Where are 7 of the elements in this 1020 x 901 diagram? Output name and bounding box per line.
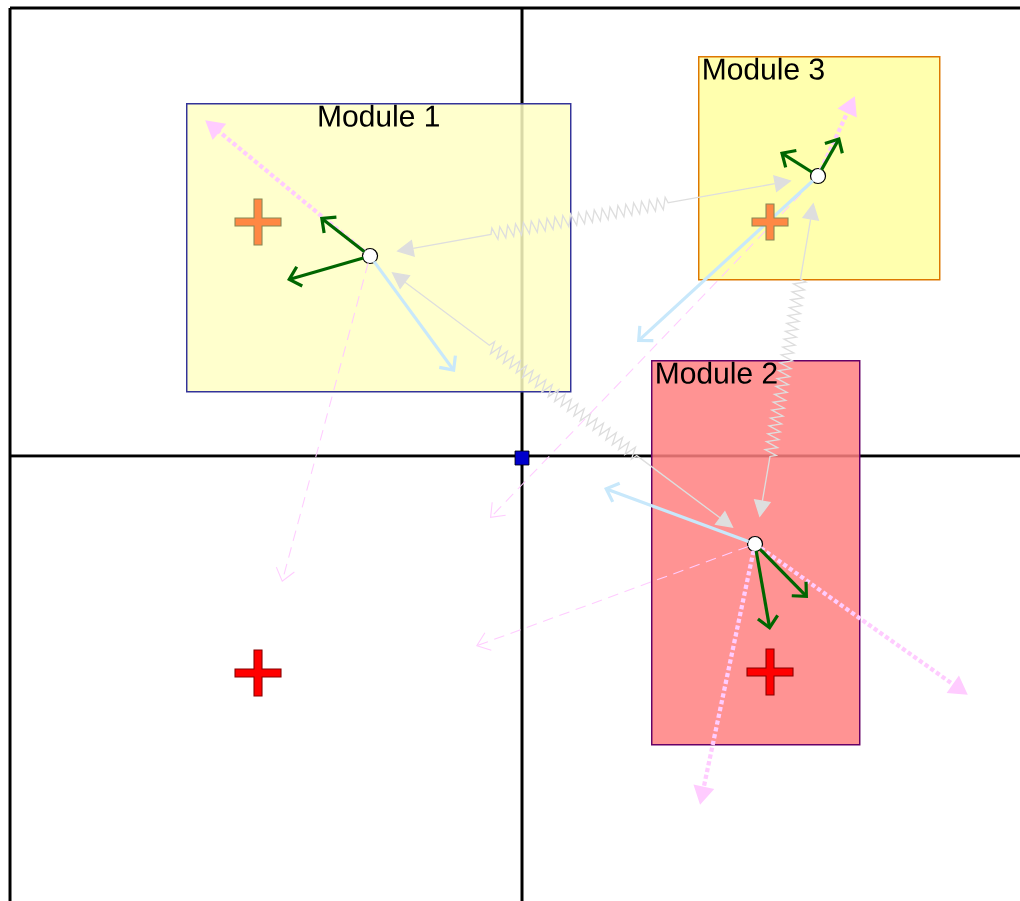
module-box: Module 2 xyxy=(651,360,861,746)
pivot-circle xyxy=(361,247,379,265)
module-box: Module 1 xyxy=(186,103,572,393)
pivot-circle xyxy=(809,167,827,185)
module-box: Module 3 xyxy=(698,56,941,281)
pivot-circle xyxy=(746,535,764,553)
spring-arrow xyxy=(391,272,734,528)
